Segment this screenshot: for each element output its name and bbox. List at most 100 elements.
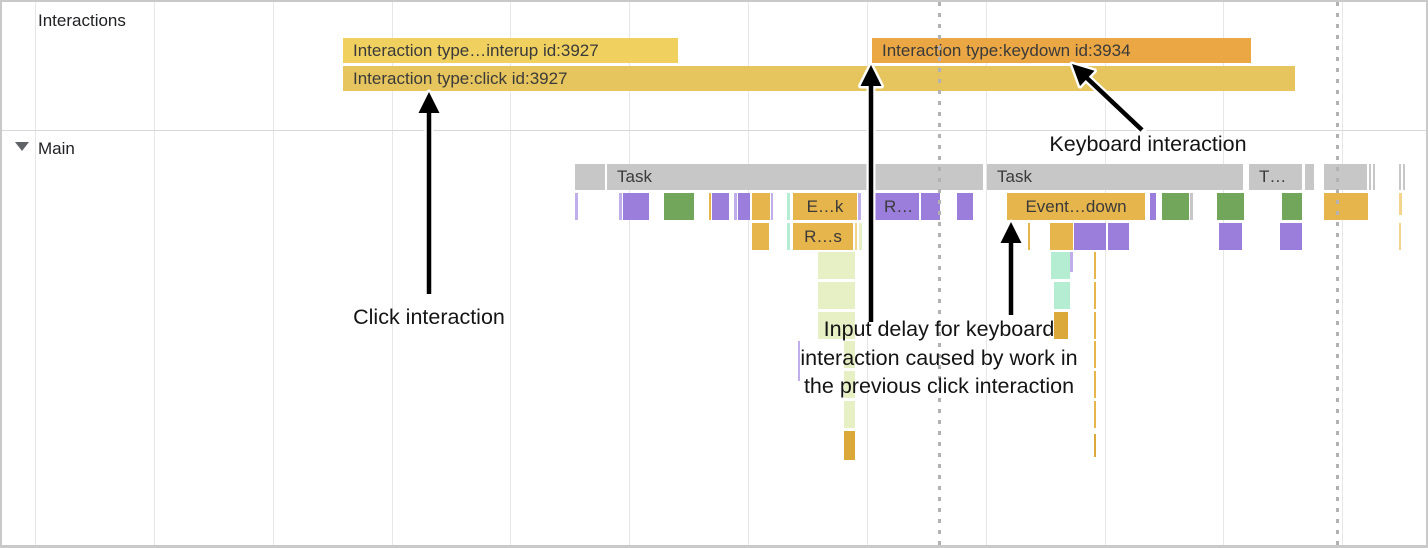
flame-bar[interactable] — [664, 193, 694, 220]
flame-bar[interactable] — [734, 193, 737, 220]
flame-bar[interactable] — [1094, 312, 1096, 339]
interaction-bar[interactable]: Interaction type…interup id:3927 — [343, 38, 678, 63]
gridline — [1342, 2, 1343, 545]
flame-bar[interactable] — [844, 401, 855, 428]
flame-bar[interactable] — [771, 193, 773, 220]
gridline — [748, 2, 749, 545]
flame-bar[interactable] — [1054, 282, 1070, 309]
task-bar[interactable] — [1369, 164, 1371, 190]
marker-dotted-line — [1336, 2, 1339, 545]
task-bar[interactable] — [1403, 164, 1405, 190]
flame-bar[interactable] — [1150, 193, 1156, 220]
flame-bar[interactable] — [818, 312, 855, 339]
flame-bar[interactable] — [844, 341, 855, 368]
gridline — [986, 2, 987, 545]
flame-bar[interactable] — [844, 371, 855, 398]
flame-bar[interactable] — [855, 223, 857, 250]
flame-bar[interactable] — [1028, 223, 1030, 250]
gridline — [273, 2, 274, 545]
flame-bar[interactable] — [752, 223, 769, 250]
gridline — [1105, 2, 1106, 545]
task-bar[interactable]: T… — [1249, 164, 1302, 190]
flame-bar[interactable] — [1074, 223, 1106, 250]
flame-bar[interactable] — [787, 223, 790, 250]
gridline — [392, 2, 393, 545]
task-bar-label: Task — [617, 167, 652, 186]
flame-bar[interactable]: R…s — [793, 223, 853, 250]
flame-bar[interactable] — [1280, 223, 1302, 250]
task-bar[interactable]: Task — [987, 164, 1243, 190]
gridline — [629, 2, 630, 545]
flame-bar[interactable]: E…k — [793, 193, 857, 220]
task-bar-label: T… — [1259, 167, 1287, 186]
gridline — [510, 2, 511, 545]
flame-bar[interactable] — [623, 193, 649, 220]
flame-bar[interactable] — [1094, 401, 1096, 428]
marker-dotted-line — [938, 2, 941, 545]
flame-bar[interactable] — [709, 193, 711, 220]
task-bar[interactable] — [1373, 164, 1375, 190]
flame-bar[interactable] — [1219, 223, 1242, 250]
interaction-bar-label: Interaction type…interup id:3927 — [353, 40, 599, 60]
interactions-track-label: Interactions — [38, 11, 126, 30]
task-bar[interactable] — [1399, 164, 1401, 190]
gridline — [154, 2, 155, 545]
flame-bar[interactable] — [957, 193, 973, 220]
flame-bar[interactable] — [921, 193, 940, 220]
flame-bar[interactable] — [859, 223, 862, 250]
flame-bar[interactable] — [738, 193, 750, 220]
task-bar[interactable] — [1305, 164, 1314, 190]
flame-bar[interactable] — [1094, 282, 1096, 309]
interaction-bar-label: Interaction type:keydown id:3934 — [882, 40, 1131, 60]
flame-bar[interactable] — [575, 193, 578, 220]
flame-bar[interactable] — [1094, 434, 1096, 457]
flame-bar[interactable] — [1282, 193, 1302, 220]
flame-bar[interactable] — [1051, 252, 1070, 279]
flame-bar[interactable] — [1094, 341, 1096, 368]
flame-bar[interactable]: Event…down — [1007, 193, 1145, 220]
flame-bar[interactable] — [1094, 252, 1096, 279]
flame-bar-label: R…s — [804, 226, 842, 246]
flame-bar[interactable] — [1070, 252, 1073, 272]
flame-bar[interactable] — [1050, 223, 1073, 250]
flame-bar-label: Event…down — [1025, 196, 1127, 216]
flame-bar[interactable] — [858, 193, 861, 220]
flame-bar[interactable] — [818, 252, 855, 279]
task-bar-label: Task — [997, 167, 1032, 186]
flame-bar[interactable] — [1190, 193, 1193, 220]
gridline — [1223, 2, 1224, 545]
flame-bar[interactable] — [1162, 193, 1189, 220]
flame-bar[interactable] — [619, 193, 622, 220]
flame-bar[interactable] — [787, 193, 790, 220]
flame-bar[interactable] — [752, 193, 770, 220]
task-bar[interactable]: Task — [607, 164, 983, 190]
main-track-label[interactable]: Main — [38, 139, 75, 158]
flame-bar[interactable] — [1108, 223, 1129, 250]
interaction-bar[interactable]: Interaction type:keydown id:3934 — [872, 38, 1251, 63]
gridline — [35, 2, 36, 545]
annotation-click-interaction: Click interaction — [353, 305, 505, 329]
flame-bar[interactable] — [1094, 371, 1096, 398]
flame-bar[interactable] — [712, 193, 729, 220]
flame-bar-label: E…k — [806, 196, 844, 216]
flame-bar-label: R… — [884, 196, 914, 216]
task-bar[interactable] — [1324, 164, 1367, 190]
flame-bar[interactable] — [798, 341, 800, 381]
flame-bar[interactable] — [818, 282, 855, 309]
flame-bar[interactable] — [844, 431, 855, 460]
task-bar[interactable] — [575, 164, 605, 190]
event-arrow — [998, 219, 1024, 320]
interaction-bar-label: Interaction type:click id:3927 — [353, 68, 568, 88]
annotation-input-delay: Input delay for keyboard interaction cau… — [800, 317, 1078, 398]
flame-bar[interactable] — [1054, 312, 1068, 339]
flame-bar[interactable] — [1399, 223, 1401, 250]
collapse-triangle-icon[interactable] — [15, 142, 29, 151]
interaction-bar[interactable]: Interaction type:click id:3927 — [343, 66, 1295, 91]
flame-bar[interactable] — [1399, 193, 1402, 215]
flame-bar[interactable] — [1217, 193, 1244, 220]
flame-bar[interactable] — [1324, 193, 1368, 220]
track-separator — [2, 130, 1426, 131]
click-arrow — [416, 89, 442, 299]
flame-bar[interactable]: R… — [874, 193, 919, 220]
